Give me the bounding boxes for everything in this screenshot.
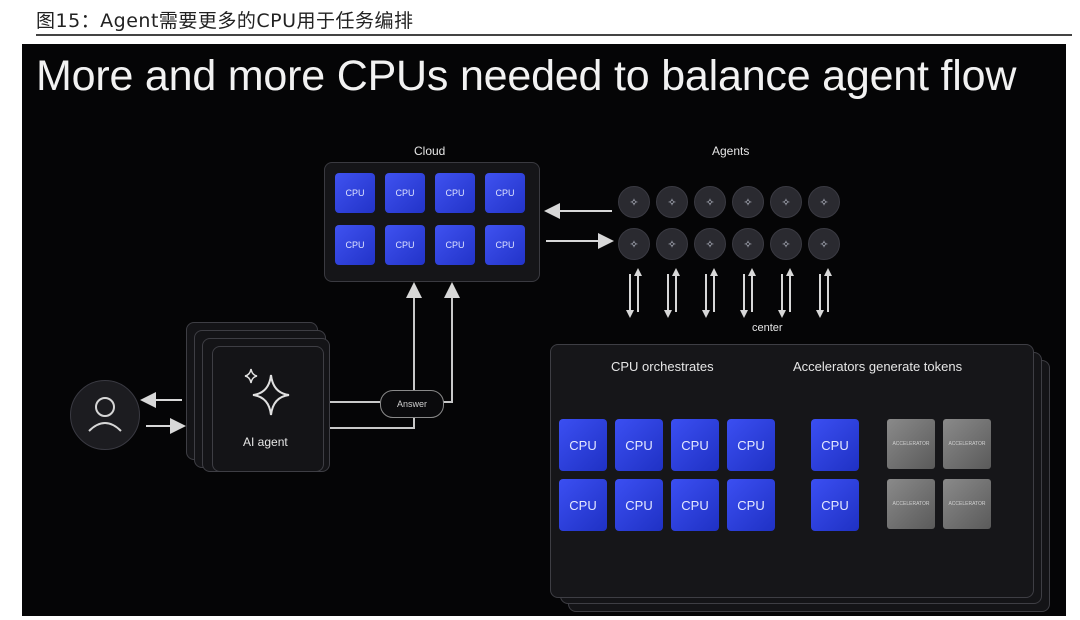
sparkle-icon [244,368,290,416]
sparkle-icon: ✧ [808,228,840,260]
sparkle-icon: ✧ [770,228,802,260]
orchestration-cpu-chip: CPU [615,419,663,471]
cloud-cpu-chip: CPU [335,225,375,265]
cloud-cpu-chip: CPU [485,173,525,213]
connector-arrows [140,203,832,434]
figure-caption: 图15：Agent需要更多的CPU用于任务编排 [36,10,414,32]
datacenter-arrows [629,274,829,312]
accelerator-host-cpu-chip: CPU [811,419,859,471]
orchestration-cpu-chip: CPU [727,419,775,471]
slide: More and more CPUs needed to balance age… [22,44,1066,616]
orchestration-cpu-chip: CPU [727,479,775,531]
cloud-cpu-chip: CPU [385,225,425,265]
agent-to-cloud-arrow [322,282,422,429]
orchestration-cpu-chip: CPU [559,479,607,531]
sparkle-icon: ✧ [732,186,764,218]
accelerator-chip: ACCELERATOR [887,419,935,469]
orchestration-cpu-chip: CPU [559,419,607,471]
sparkle-icon: ✧ [808,186,840,218]
sparkle-icon: ✧ [694,186,726,218]
slide-title: More and more CPUs needed to balance age… [36,52,1017,100]
cloud-cpu-chip: CPU [385,173,425,213]
cloud-cpu-chip: CPU [435,225,475,265]
accelerator-host-cpu-chip: CPU [811,479,859,531]
sparkle-icon: ✧ [656,186,688,218]
accelerators-heading: Accelerators generate tokens [793,359,963,374]
ai-agent-label: AI agent [243,435,288,449]
orchestration-panel: CPU orchestrates Accelerators generate t… [550,344,1034,598]
cpu-orchestrates-heading: CPU orchestrates [611,359,714,374]
ai-agent-card: AI agent [212,346,324,472]
user-icon [70,380,140,450]
answer-to-cloud-arrow [442,282,460,403]
cloud-label: Cloud [414,144,446,158]
answer-pill: Answer [380,390,444,418]
orchestration-cpu-chip: CPU [671,479,719,531]
cloud-cpu-chip: CPU [435,173,475,213]
accelerator-chip: ACCELERATOR [887,479,935,529]
sparkle-icon: ✧ [694,228,726,260]
cloud-cpu-chip: CPU [335,173,375,213]
accelerator-chip: ACCELERATOR [943,419,991,469]
sparkle-icon: ✧ [732,228,764,260]
sparkle-icon: ✧ [618,228,650,260]
orchestration-cpu-chip: CPU [671,419,719,471]
accelerator-chip: ACCELERATOR [943,479,991,529]
cloud-cpu-chip: CPU [485,225,525,265]
sparkle-icon: ✧ [618,186,650,218]
agents-label: Agents [712,144,750,158]
cloud-panel: CPU CPU CPU CPU CPU CPU CPU CPU [324,162,540,282]
sparkle-icon: ✧ [770,186,802,218]
orchestration-cpu-chip: CPU [615,479,663,531]
sparkle-icon: ✧ [656,228,688,260]
caption-divider [36,34,1072,36]
data-center-label: center [752,322,783,334]
